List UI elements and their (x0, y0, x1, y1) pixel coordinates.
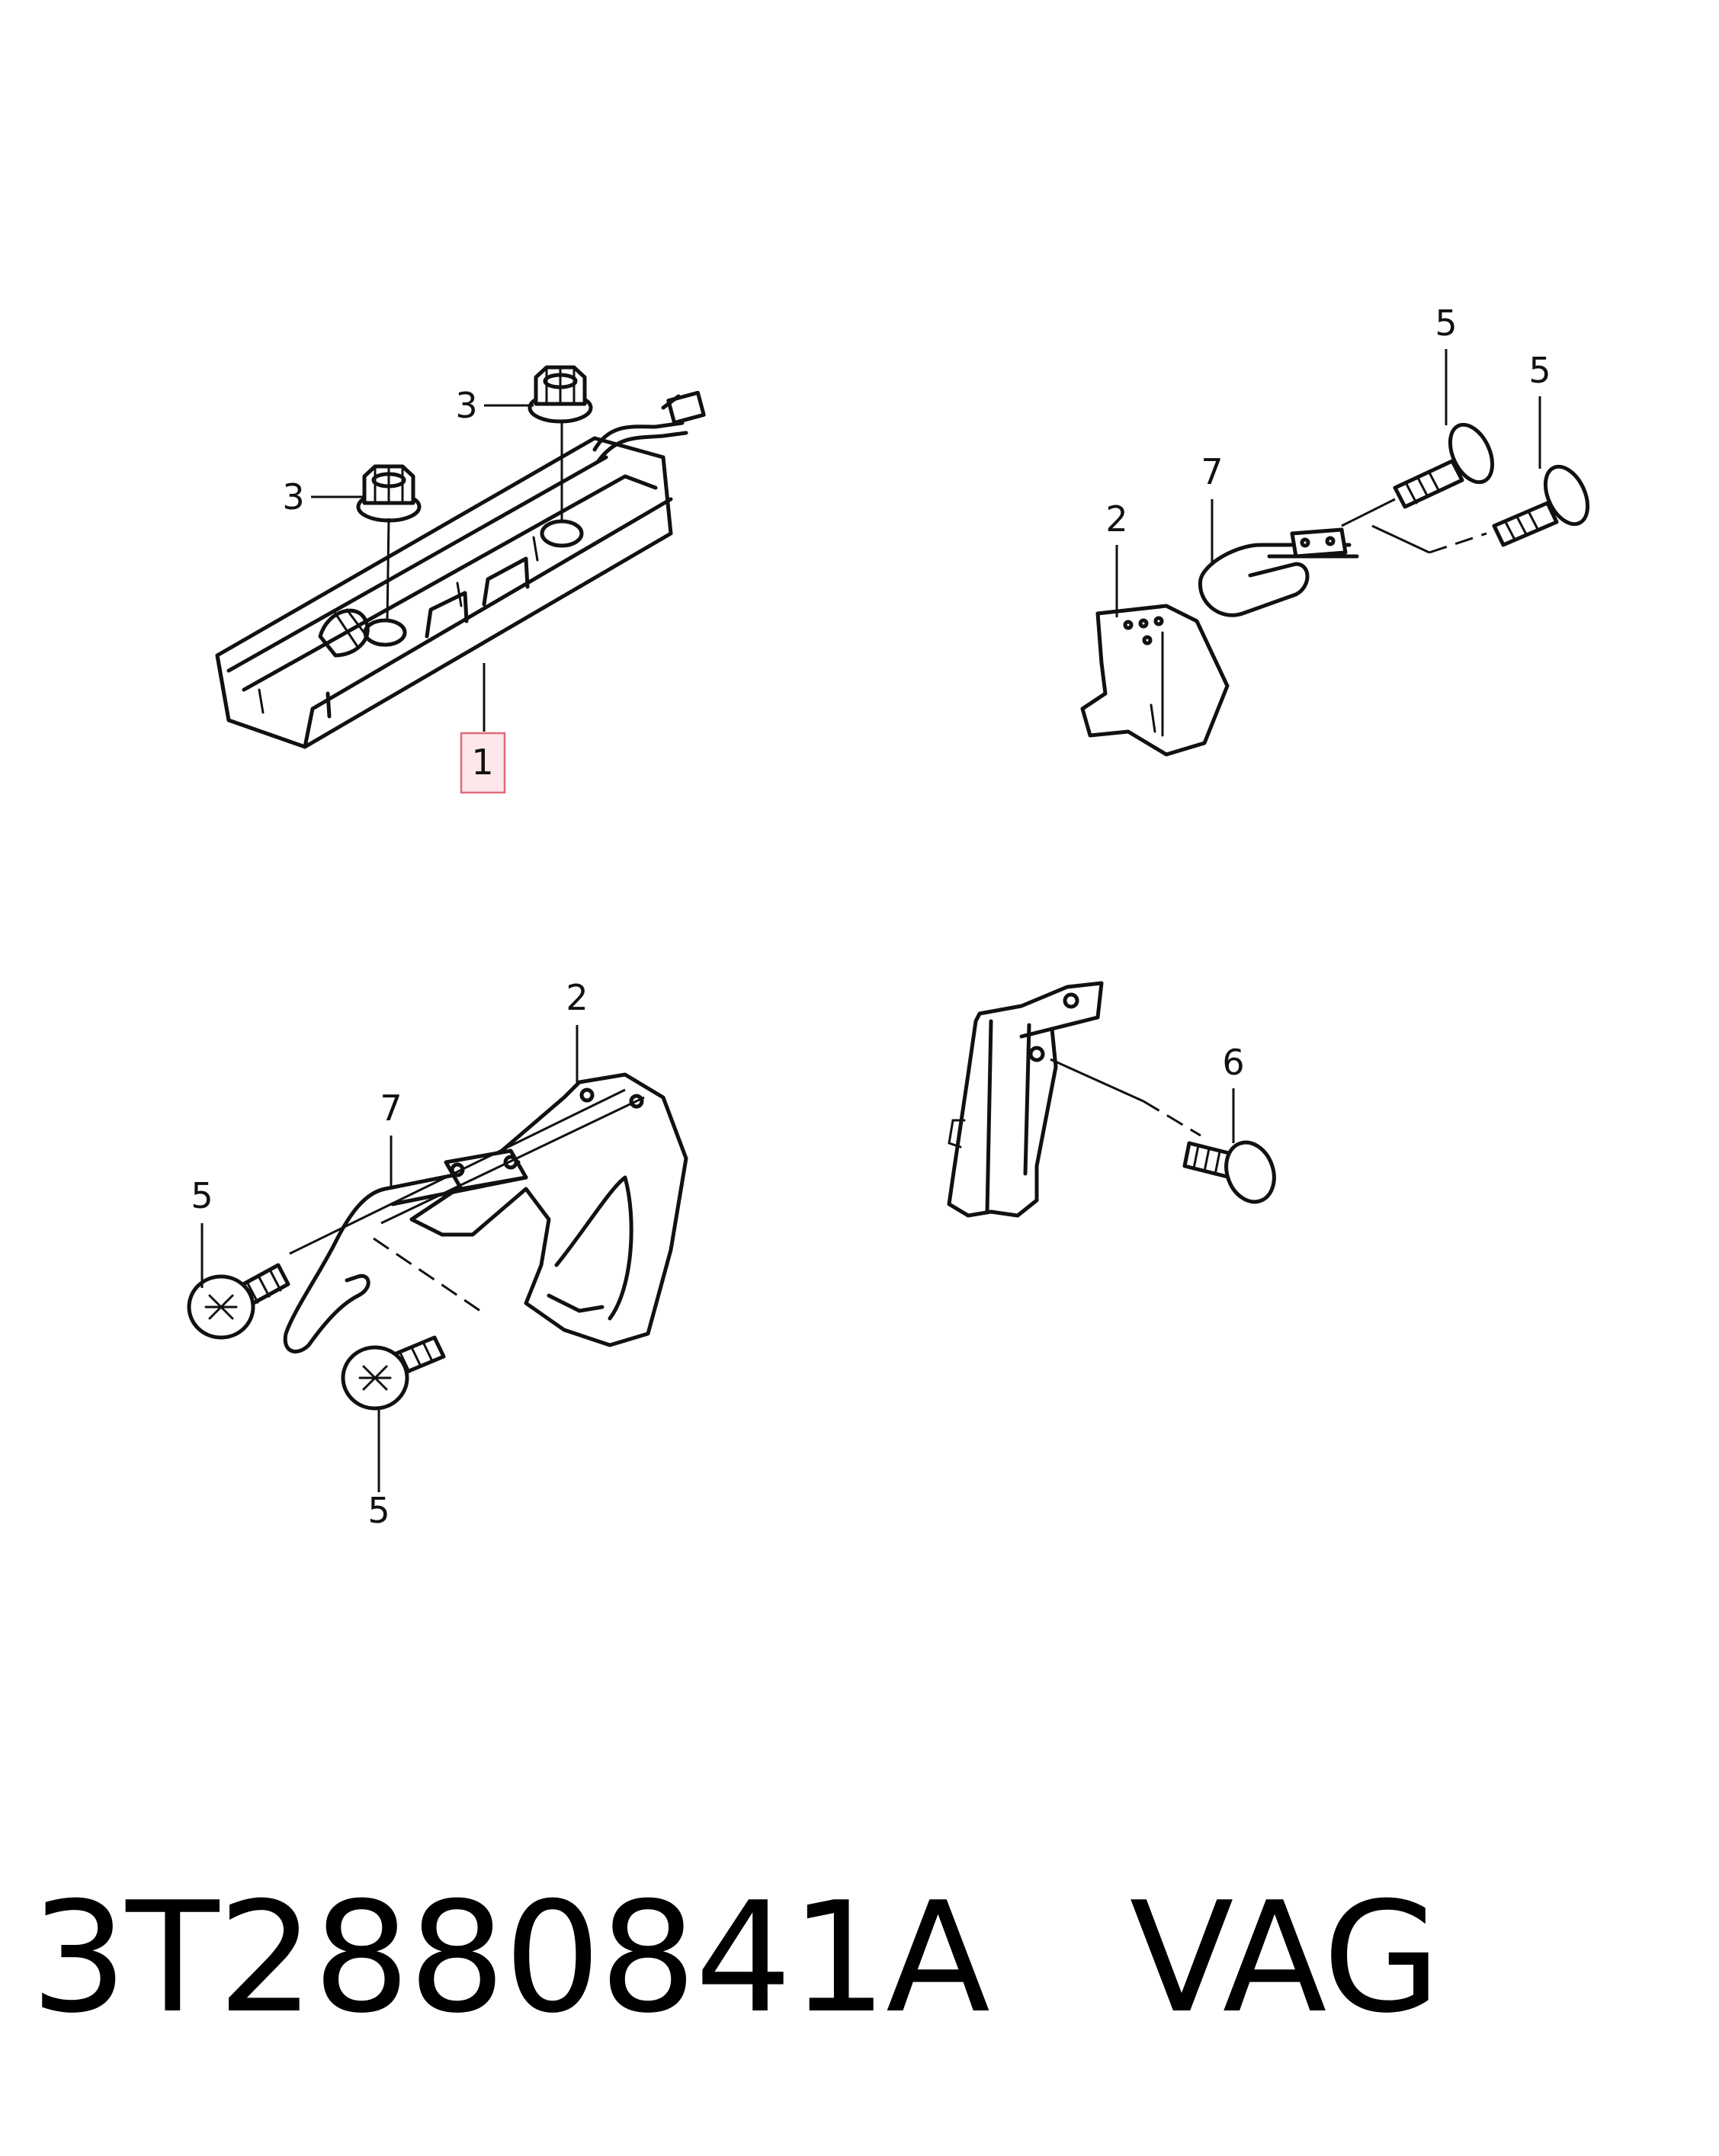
callout-bolt-bottom-b: 5 (367, 1490, 390, 1531)
mounting-bracket-top[interactable] (1080, 604, 1230, 757)
hook-rod-top[interactable] (1198, 543, 1352, 617)
hook-rod-bottom[interactable] (283, 1160, 521, 1354)
part-number: 3T2880841A (30, 1869, 990, 2047)
callout-nut-left: 3 (282, 476, 304, 517)
torx-bolt-top-b[interactable] (1492, 460, 1596, 547)
callout-hook-bottom: 7 (380, 1088, 402, 1129)
torx-bolt-bottom-b[interactable] (341, 1335, 446, 1411)
torx-bolt-bottom-a[interactable] (187, 1263, 290, 1340)
part-1-highlight[interactable] (460, 732, 506, 794)
bracket-group-top-right: 2 7 5 5 (1080, 303, 1596, 757)
bracket-group-bottom-right: 6 (947, 981, 1282, 1218)
callout-nut-right: 3 (455, 385, 477, 426)
callout-hook-top: 7 (1201, 451, 1223, 492)
callout-bolt-side: 6 (1222, 1042, 1244, 1083)
torx-bolt-side[interactable] (1182, 1136, 1282, 1209)
callout-bolt-top-b: 5 (1528, 350, 1551, 391)
brand-name: VAG (1129, 1869, 1441, 2047)
mounting-bracket-bottom[interactable] (409, 1072, 688, 1347)
hex-nut-left[interactable] (356, 464, 422, 523)
callout-part-1: 1 (471, 742, 493, 783)
callout-bolt-bottom-a: 5 (191, 1175, 213, 1216)
hex-nut-right[interactable] (528, 365, 593, 424)
assembly-module-group: 1 3 3 (215, 365, 706, 794)
torx-bolt-top-a[interactable] (1393, 418, 1501, 509)
callout-bracket-top: 2 (1105, 498, 1127, 540)
callout-bolt-top-a: 5 (1435, 303, 1457, 344)
part-number-footer: 3T2880841A VAG (30, 1882, 1441, 2035)
bracket-group-bottom-left: 2 7 5 5 (187, 977, 688, 1531)
callout-bracket-bottom: 2 (566, 977, 588, 1018)
